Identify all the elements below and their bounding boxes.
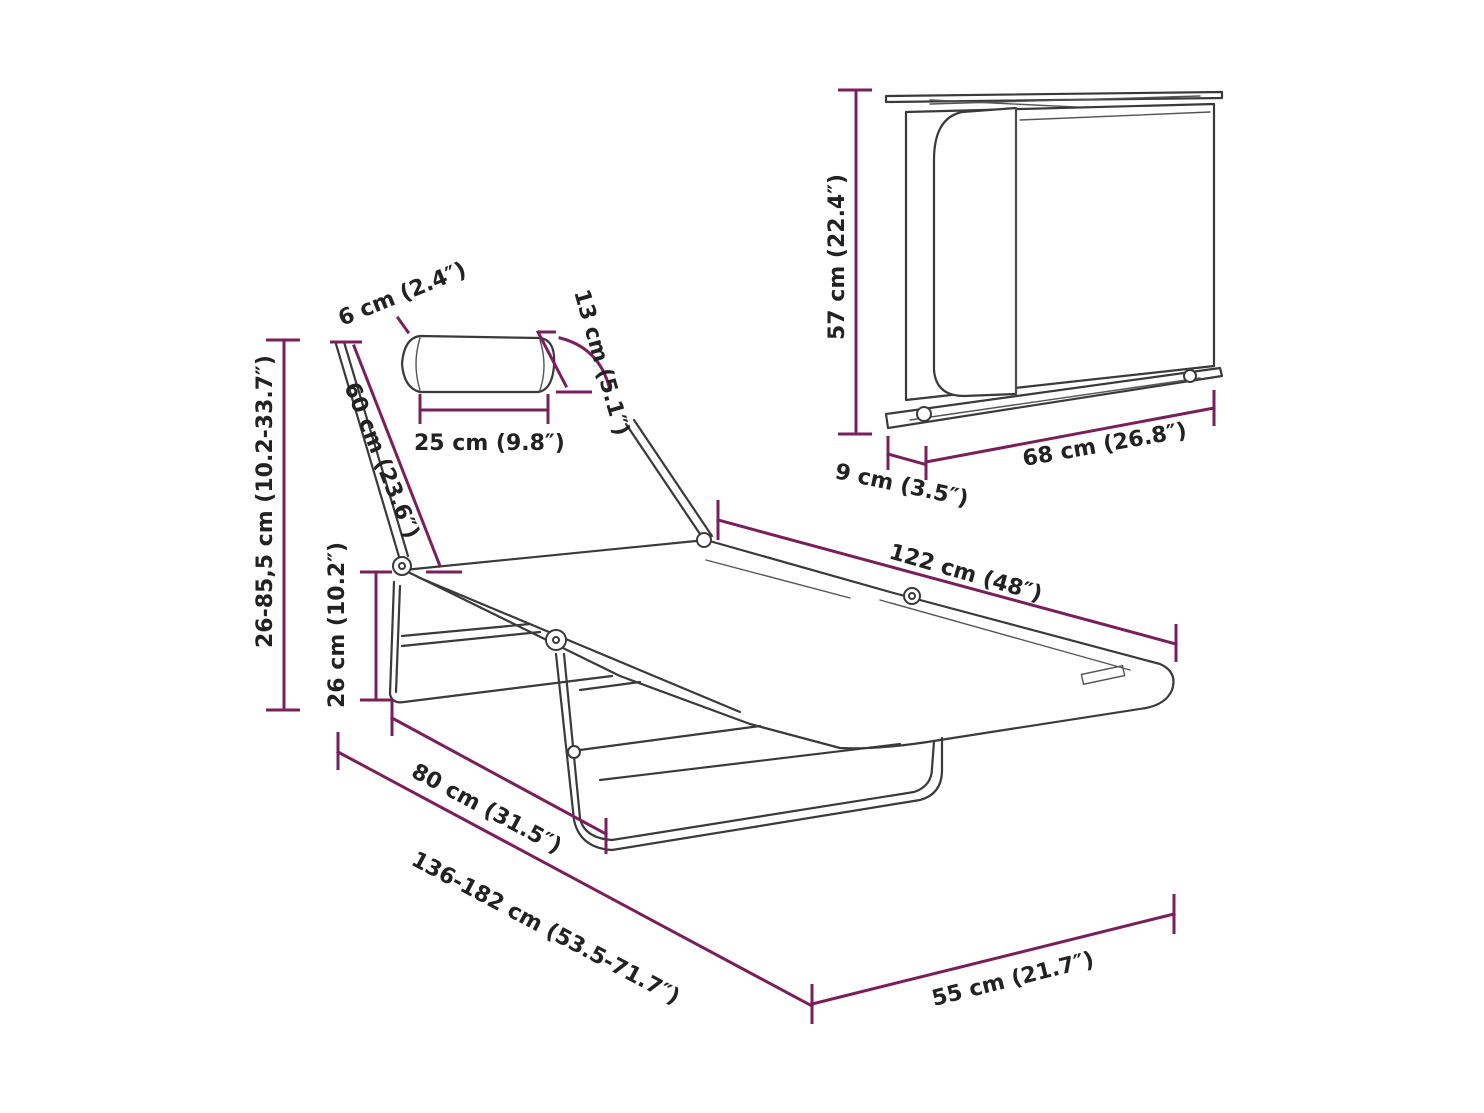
leg-length-label: 80 cm (31.5″) [407, 759, 565, 859]
total-length-label: 136-182 cm (53.5-71.7″) [407, 847, 684, 1010]
lounger-drawing [334, 334, 1175, 852]
pillow-width-label: 25 cm (9.8″) [414, 431, 565, 456]
dimension-lines [266, 88, 1216, 1024]
folded-height-label: 57 cm (22.4″) [825, 174, 850, 340]
pillow-height-label: 13 cm (5.1″) [568, 287, 634, 439]
folded-thickness-label: 9 cm (3.5″) [833, 459, 971, 512]
width-label: 55 cm (21.7″) [929, 947, 1096, 1011]
pillow-thickness-label: 6 cm (2.4″) [335, 258, 470, 332]
seat-height-label: 26 cm (10.2″) [325, 542, 350, 708]
backrest-length-label: 60 cm (23.6″) [338, 379, 423, 542]
total-height-label: 26-85,5 cm (10.2-33.7″) [253, 355, 278, 648]
folded-length-label: 68 cm (26.8″) [1021, 418, 1189, 471]
folded-lounger-drawing [884, 90, 1224, 430]
